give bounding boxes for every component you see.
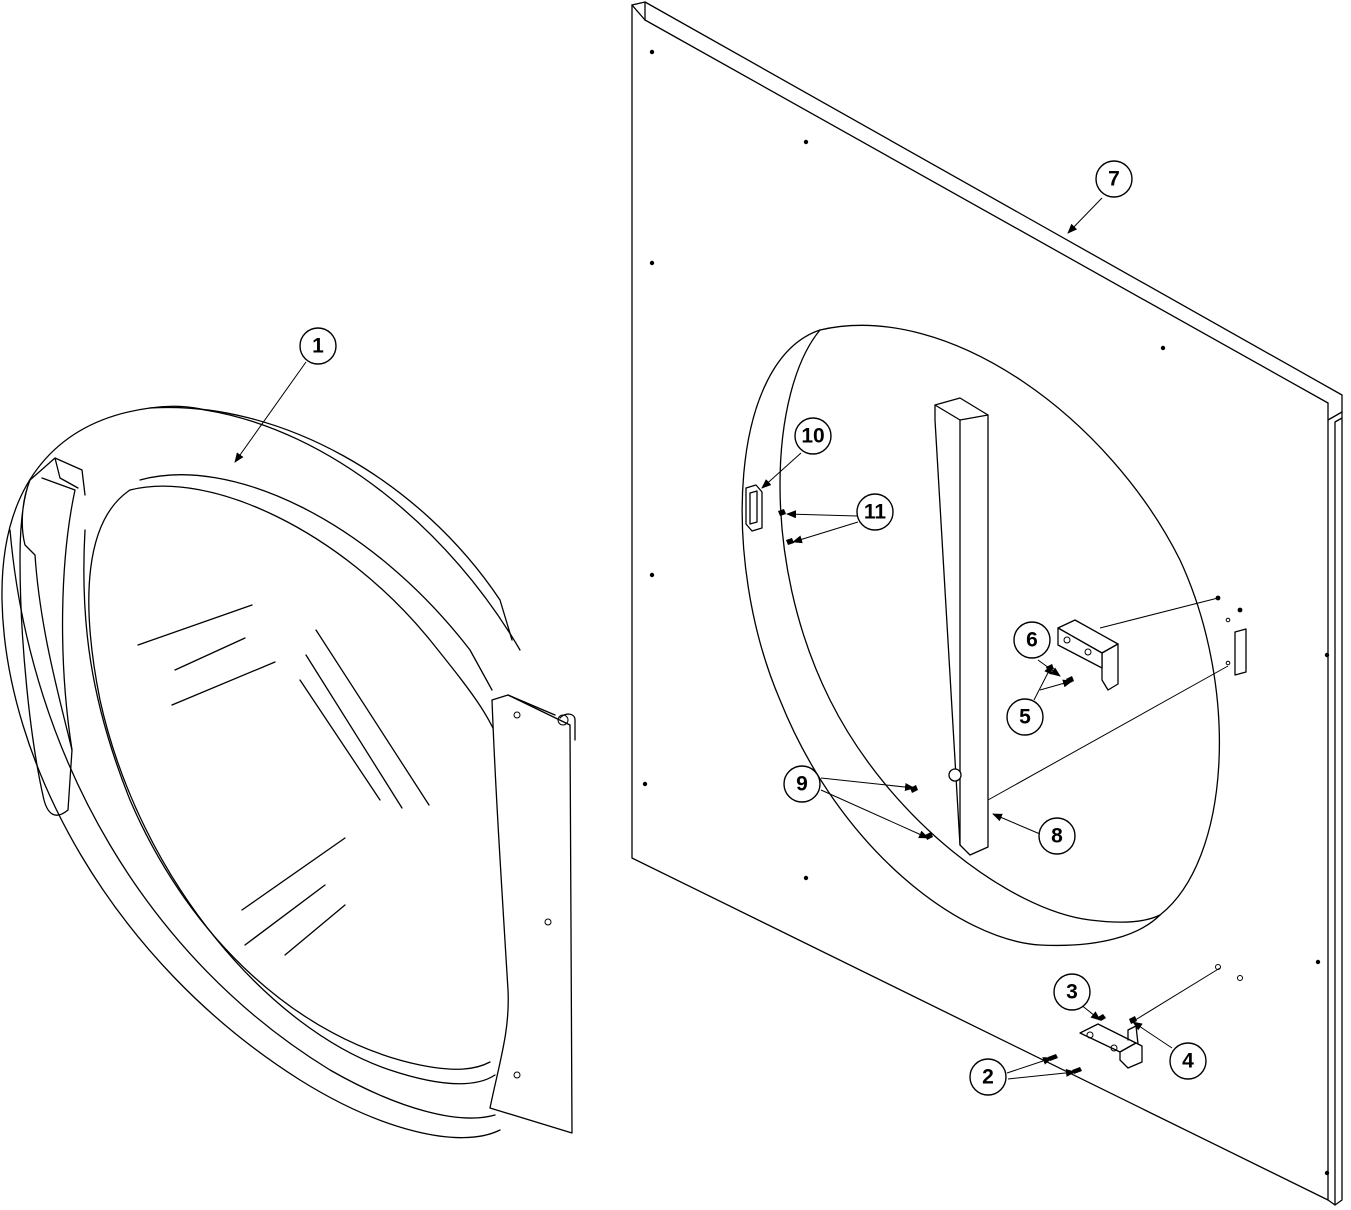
door-switch-hardware (745, 484, 794, 545)
front-panel (631, 1, 1343, 1206)
callout-2: 2 (969, 1058, 1007, 1096)
callout-5: 5 (1006, 698, 1044, 736)
svg-text:11: 11 (864, 501, 887, 524)
svg-text:7: 7 (1108, 168, 1120, 191)
svg-text:9: 9 (796, 773, 808, 796)
door-assembly (1, 405, 576, 1139)
svg-text:2: 2 (982, 1066, 994, 1089)
callout-9: 9 (783, 765, 821, 803)
svg-text:10: 10 (801, 425, 824, 448)
hinge-mount-holes (1215, 964, 1243, 981)
latch-hardware (910, 397, 1229, 856)
door-opening (741, 324, 1221, 947)
svg-text:6: 6 (1026, 629, 1038, 652)
panel-screw-holes (642, 49, 1330, 1176)
callout-4: 4 (1169, 1042, 1207, 1080)
svg-text:5: 5 (1019, 706, 1031, 729)
glass-reflection-lines (137, 604, 430, 956)
strike-mount (1215, 595, 1247, 676)
callout-3: 3 (1053, 973, 1091, 1011)
callout-11: 11 (856, 493, 894, 531)
svg-text:8: 8 (1051, 825, 1063, 848)
svg-text:3: 3 (1066, 981, 1078, 1004)
callout-1: 1 (299, 327, 337, 365)
callout-8: 8 (1038, 817, 1076, 855)
callout-6: 6 (1013, 621, 1051, 659)
svg-text:4: 4 (1182, 1050, 1194, 1073)
callout-7: 7 (1095, 160, 1133, 198)
svg-text:1: 1 (312, 335, 324, 358)
hinge-hardware (1048, 967, 1221, 1074)
callout-10: 10 (794, 417, 832, 455)
